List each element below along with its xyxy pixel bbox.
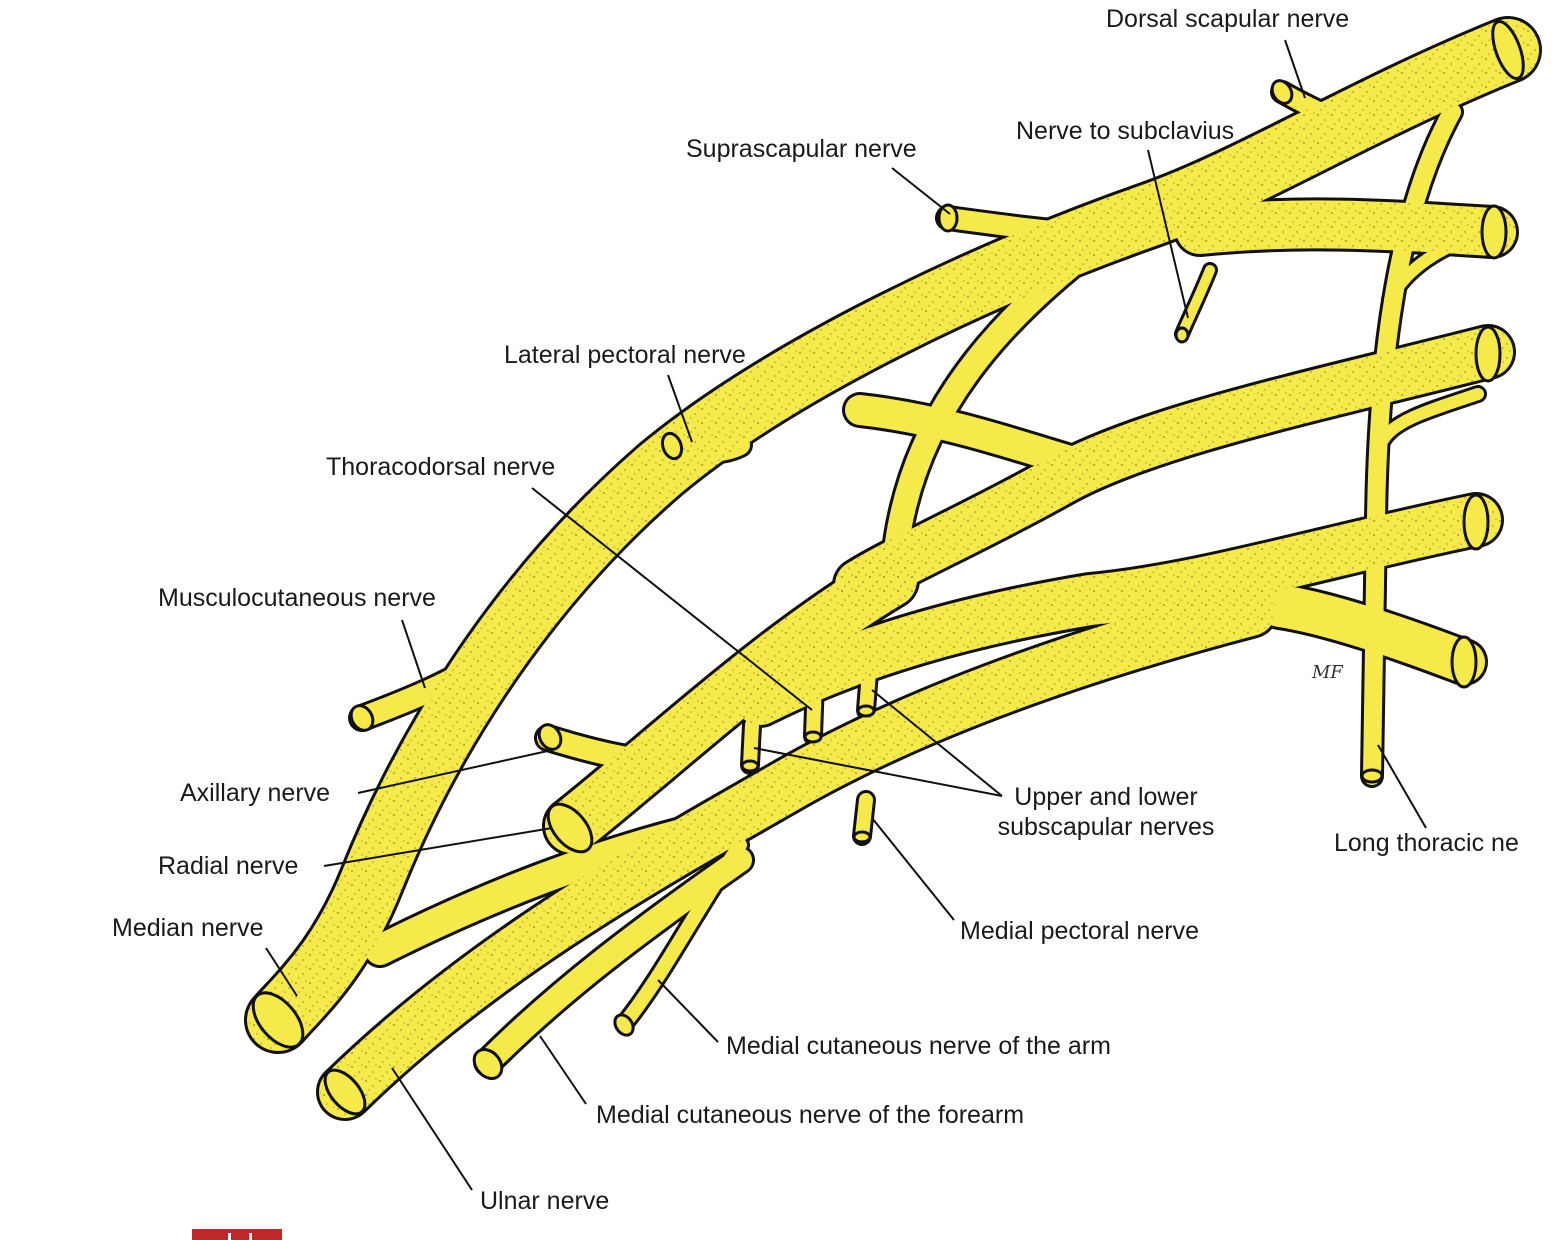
leader-radial <box>323 827 553 867</box>
cut-end-c5 <box>1491 20 1525 80</box>
leader-subclavius <box>1147 149 1189 319</box>
leader-median <box>265 947 298 997</box>
publisher-logo-badge <box>192 1229 282 1240</box>
label-median-nerve: Median nerve <box>112 914 264 942</box>
cut-end-forearm <box>472 1048 504 1080</box>
leader-medial-cutaneous-arm <box>657 979 719 1043</box>
cut-end-long-thoracic <box>1360 768 1384 784</box>
leader-ulnar <box>391 1067 473 1191</box>
leader-dorsal-scapular <box>1284 39 1306 99</box>
label-thoracodorsal-nerve: Thoracodorsal nerve <box>326 453 556 481</box>
leader-lateral-pectoral <box>667 374 693 443</box>
label-musculocutaneous-nerve: Musculocutaneous nerve <box>158 584 436 612</box>
cut-end-t1 <box>1450 635 1478 689</box>
cut-end-arm <box>613 1013 635 1037</box>
cut-end-c7 <box>1474 325 1502 383</box>
nerve-cut-ends <box>251 20 1525 1116</box>
cut-end-lateral-pectoral <box>660 431 684 461</box>
label-medial-cutaneous-nerve-arm: Medial cutaneous nerve of the arm <box>726 1032 1111 1060</box>
artist-signature: MF <box>1312 662 1343 683</box>
label-long-thoracic-nerve: Long thoracic ne <box>1334 829 1519 857</box>
cut-end-musculocutaneous <box>349 704 375 732</box>
cut-end-ulnar <box>323 1068 367 1116</box>
label-axillary-nerve: Axillary nerve <box>180 779 331 807</box>
nerve-stipple <box>247 19 1539 1118</box>
cut-end-c8 <box>1462 493 1490 551</box>
leader-suprascapular <box>891 167 951 215</box>
leader-thoracodorsal <box>531 487 813 711</box>
label-radial-nerve: Radial nerve <box>158 852 299 880</box>
label-upper-lower-subscapular: Upper and lower subscapular nerves <box>986 782 1226 842</box>
cut-end-dorsal-scapular <box>1270 79 1294 105</box>
label-suprascapular-nerve: Suprascapular nerve <box>686 135 917 163</box>
label-subscapular-line-1: Upper and lower <box>1014 783 1198 811</box>
leader-subscap-a <box>753 747 1003 797</box>
cut-end-medial-pectoral <box>852 830 872 844</box>
cut-end-subscap-2 <box>803 730 823 744</box>
leader-long-thoracic <box>1377 744 1427 829</box>
leader-lines <box>265 39 1427 1191</box>
leader-medial-cutaneous-forearm <box>539 1035 587 1105</box>
cut-end-subclavius <box>1174 326 1190 344</box>
cut-end-suprascapular <box>937 203 959 233</box>
label-medial-cutaneous-nerve-forearm: Medial cutaneous nerve of the forearm <box>596 1101 1025 1129</box>
cut-end-radial <box>546 802 594 854</box>
label-medial-pectoral-nerve: Medial pectoral nerve <box>960 917 1200 945</box>
label-nerve-to-subclavius: Nerve to subclavius <box>1016 117 1235 145</box>
leader-medial-pectoral <box>871 817 955 921</box>
leader-axillary <box>357 749 553 794</box>
leader-musculocutaneous <box>401 619 426 689</box>
cut-end-median <box>251 991 305 1049</box>
cut-end-subscap-1 <box>740 759 760 773</box>
label-lateral-pectoral-nerve: Lateral pectoral nerve <box>504 341 746 369</box>
cut-end-thoracodorsal <box>856 704 876 718</box>
label-dorsal-scapular-nerve: Dorsal scapular nerve <box>1106 5 1350 33</box>
label-subscapular-line-2: subscapular nerves <box>997 813 1215 841</box>
cut-end-axillary <box>537 723 563 751</box>
leader-subscap-b <box>871 689 1003 797</box>
label-ulnar-nerve: Ulnar nerve <box>480 1187 610 1215</box>
cut-end-c6 <box>1480 204 1508 260</box>
